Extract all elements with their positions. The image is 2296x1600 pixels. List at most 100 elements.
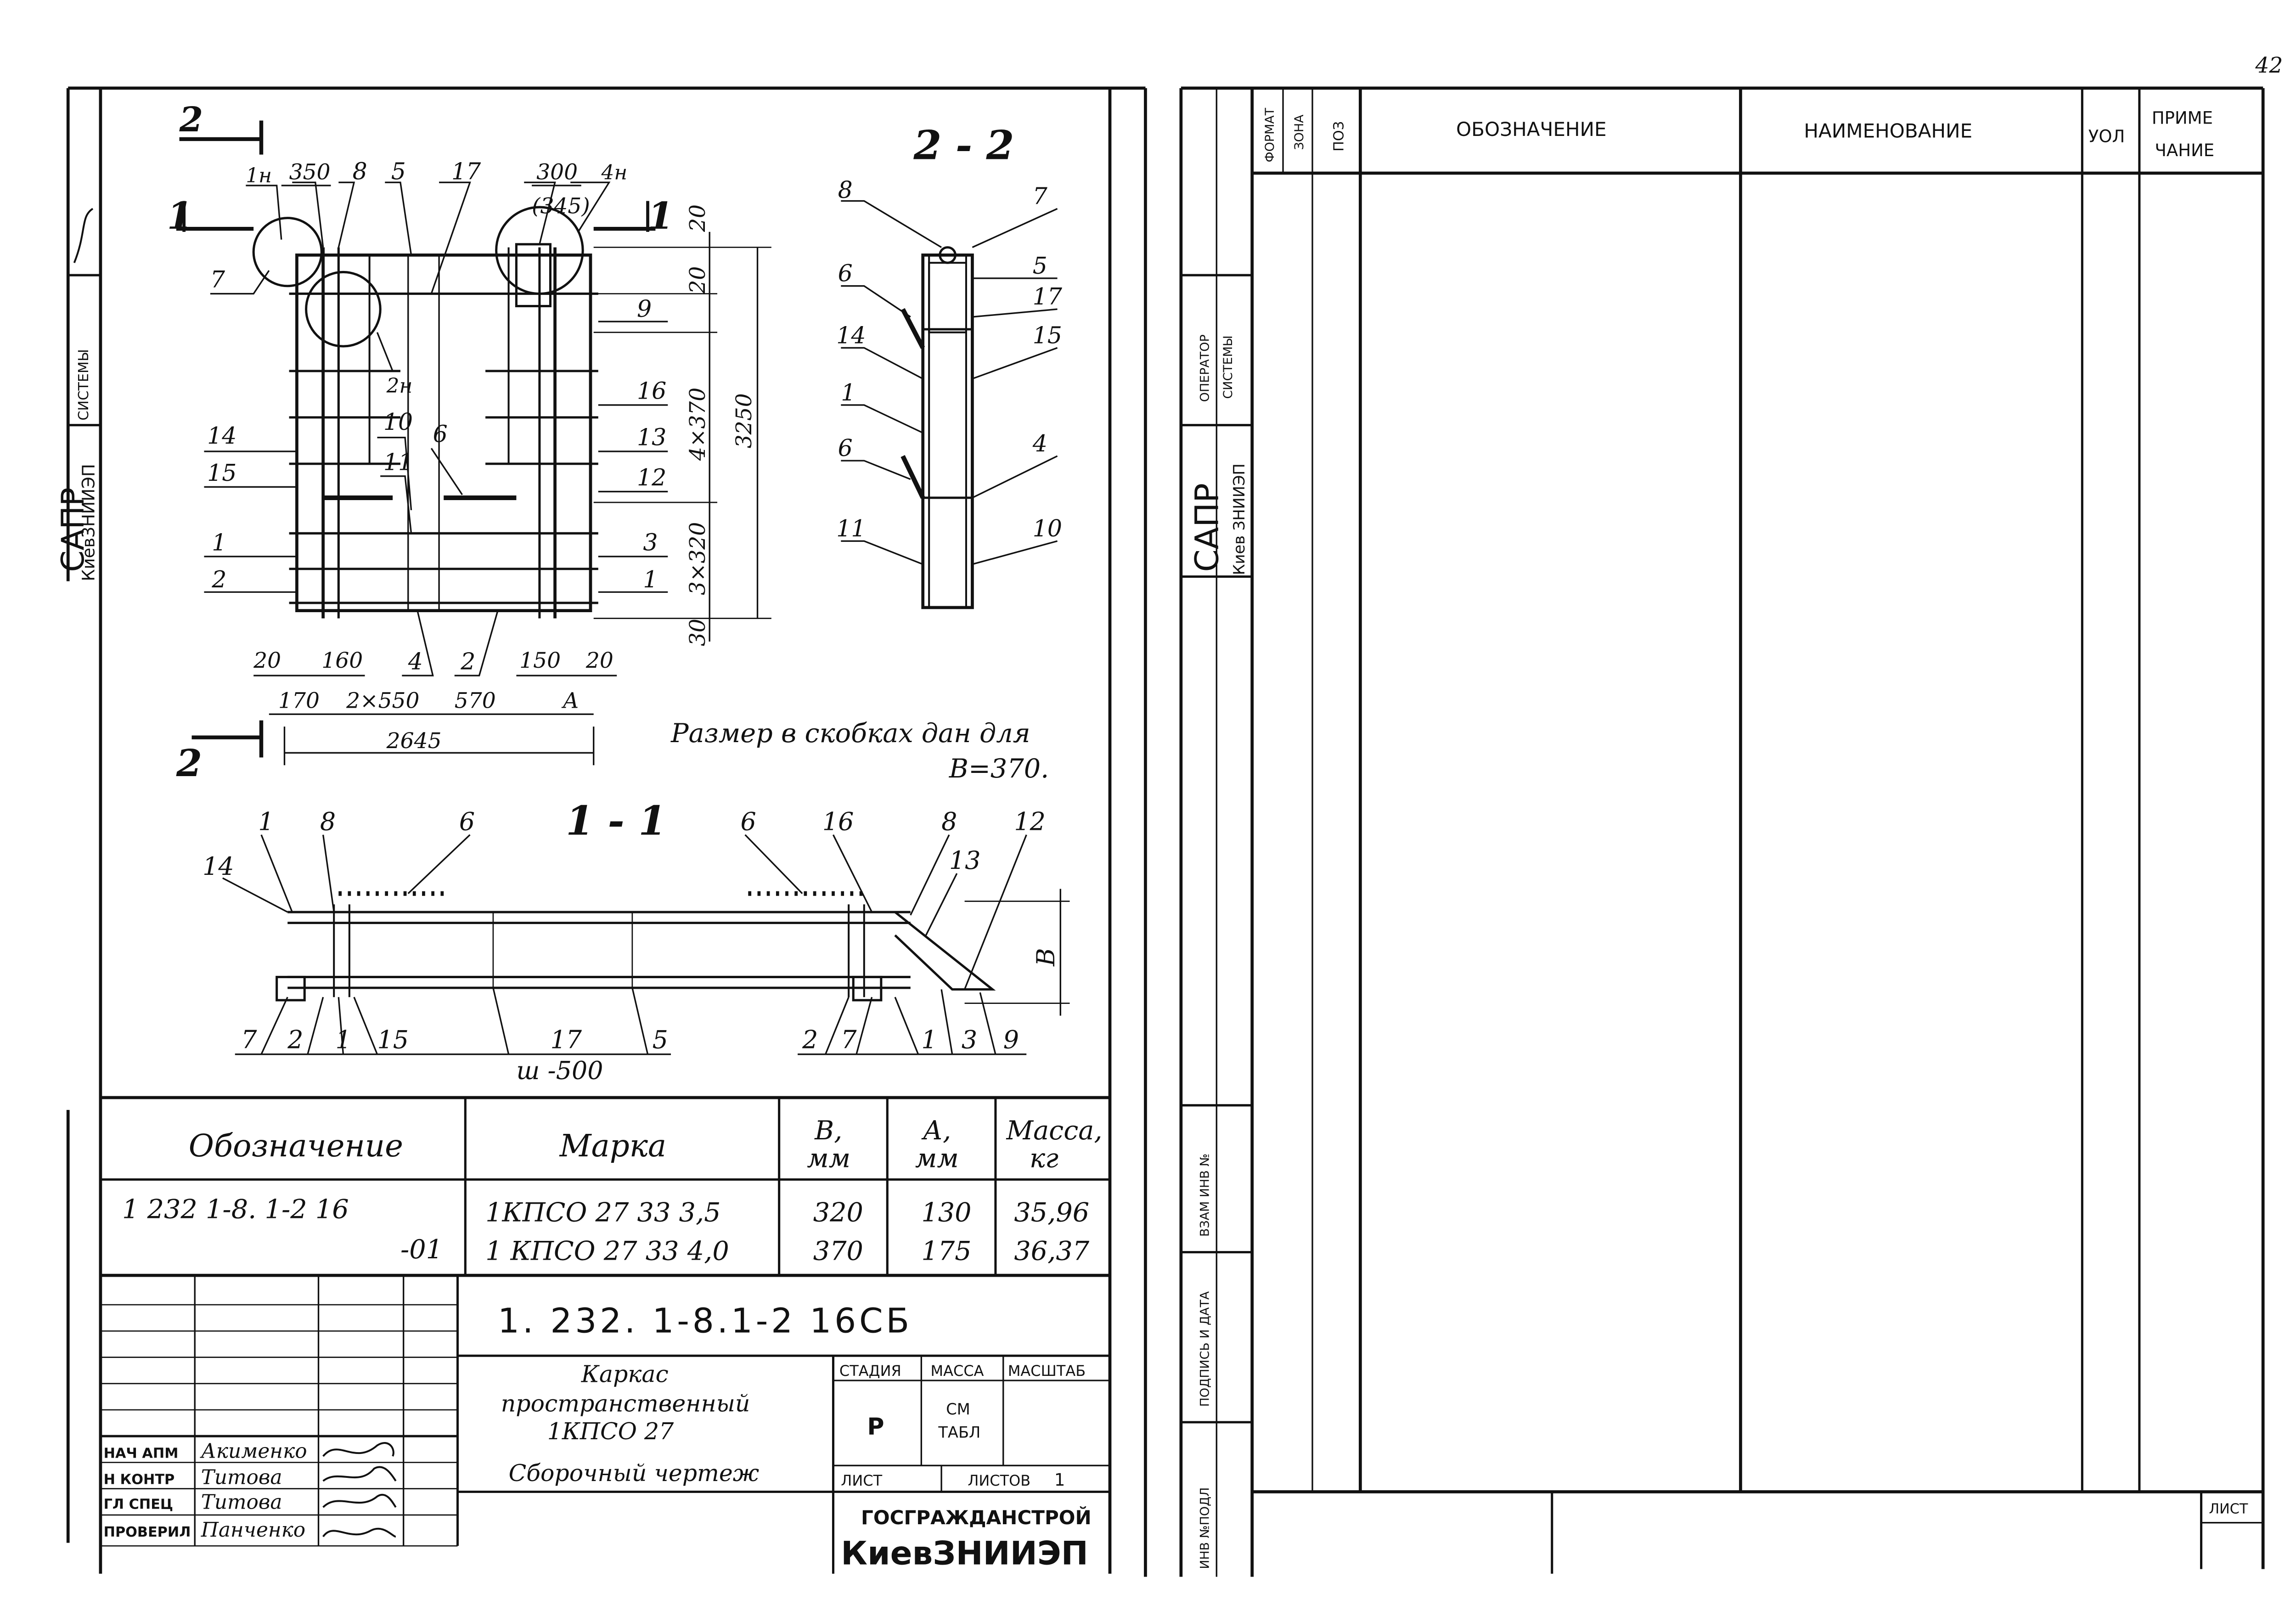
hdr-qty: УОЛ — [2088, 127, 2125, 146]
row2-mark: 1 КПСО 27 33 4,0 — [485, 1236, 729, 1266]
col-stage: СТАДИЯ — [839, 1362, 901, 1380]
pos-11: 11 — [383, 448, 413, 475]
pos-3: 3 — [643, 529, 658, 556]
dim-b2-570: 570 — [455, 688, 496, 714]
pos-13: 13 — [637, 423, 666, 451]
row2-code: -01 — [400, 1234, 443, 1265]
dim-300: 300 — [536, 159, 578, 185]
hdr-note-1: ПРИМЕ — [2152, 108, 2213, 128]
strip-signature-mark — [73, 208, 94, 264]
mass-value-1: СМ — [946, 1400, 970, 1418]
s11-top-6b: 6 — [741, 807, 756, 836]
s11-top-6a: 6 — [459, 807, 475, 836]
title-name-2: пространственный — [501, 1390, 750, 1417]
marks-table: Обозначение Марка В, мм А, мм Масса, кг … — [100, 1096, 1110, 1277]
pos-17: 17 — [451, 158, 481, 185]
cut-1-left-label: 1 — [167, 194, 193, 238]
callout-2n: 2н — [386, 374, 413, 398]
pos-12: 12 — [637, 464, 666, 491]
dim-345: (345) — [532, 194, 590, 219]
s11-bot-1a: 1 — [336, 1025, 351, 1054]
row1-code: 1 232 1-8. 1-2 16 — [122, 1194, 349, 1225]
s11-bot-7a: 7 — [241, 1025, 257, 1054]
cut-1-right-label: 1 — [648, 194, 674, 238]
dim-350: 350 — [289, 159, 331, 185]
s11-bot-9: 9 — [1003, 1025, 1019, 1054]
org-line-1: ГОСГРАЖДАНСТРОЙ — [861, 1506, 1092, 1529]
role-2-name: Титова — [201, 1466, 282, 1489]
plan-right-dims: 20 20 4×370 3250 3×320 30 — [593, 204, 771, 646]
pos-1r: 1 — [643, 566, 658, 593]
th-mark: Марка — [559, 1128, 666, 1164]
pos-1l: 1 — [212, 529, 226, 556]
dim-b2-2x550: 2×550 — [346, 688, 419, 714]
pos-2l: 2 — [211, 566, 226, 593]
strip-systems: СИСТЕМЫ — [76, 349, 92, 420]
roles-list: НАЧ АПМ Акименко Н КОНТР Титова ГЛ СПЕЦ … — [104, 1439, 307, 1542]
dim-right-20a: 20 — [685, 204, 710, 232]
dim-b2-a: А — [561, 688, 579, 714]
s22-pos-7: 7 — [1033, 182, 1048, 209]
dim-b1-20r: 20 — [585, 648, 613, 673]
plan-top-dims: 350 300 (345) — [281, 159, 590, 219]
dim-right-20b: 20 — [685, 266, 710, 294]
callout-4n: 4н — [601, 161, 628, 184]
s22-pos-4: 4 — [1032, 430, 1047, 457]
sheet-label: ЛИСТ — [841, 1472, 882, 1489]
strip-replace: ВЗАМ ИНВ № — [1198, 1154, 1212, 1237]
pos-9: 9 — [637, 295, 652, 322]
dim-right-3250: 3250 — [732, 393, 757, 448]
left-sheet: СИСТЕМЫ КиевЗНИИЭП САПР 2 1 1 2 — [55, 86, 1147, 1577]
s11-bot-17: 17 — [550, 1025, 582, 1054]
s11-top-1: 1 — [258, 807, 274, 836]
row1-mark: 1КПСО 27 33 3,5 — [485, 1197, 720, 1228]
dim-b1-160: 160 — [321, 648, 363, 673]
s11-bot-3: 3 — [962, 1025, 977, 1054]
right-strip-org: Киев ЗНИИЭП — [1230, 463, 1248, 575]
section-2-2-title: 2 - 2 — [913, 122, 1014, 169]
section-1-1-title: 1 - 1 — [566, 797, 666, 845]
s22-pos-1: 1 — [841, 379, 855, 406]
pos-16: 16 — [637, 377, 666, 404]
s11-top-13: 13 — [949, 846, 981, 875]
s11-pitch: ш -500 — [516, 1056, 603, 1085]
plan-rebars — [252, 206, 598, 619]
s22-pos-6a: 6 — [838, 260, 853, 287]
table-row-2: -01 1 КПСО 27 33 4,0 370 175 36,37 — [400, 1234, 1090, 1266]
s22-pos-6b: 6 — [838, 434, 853, 462]
s11-top-12: 12 — [1014, 807, 1046, 836]
role-3: ГЛ СПЕЦ — [104, 1496, 173, 1512]
role-1-name: Акименко — [200, 1439, 307, 1463]
title-name-4: Сборочный чертеж — [509, 1459, 760, 1487]
s22-pos-11: 11 — [836, 515, 866, 542]
col-mass: МАССА — [931, 1362, 984, 1380]
hdr-designation: ОБОЗНАЧЕНИЕ — [1456, 118, 1607, 141]
s11-top-8b: 8 — [941, 807, 957, 836]
s11-bot-7b: 7 — [841, 1025, 857, 1054]
org-line-2: КиевЗНИИЭП — [841, 1534, 1088, 1572]
row1-b: 320 — [813, 1197, 863, 1228]
strip-sapr: САПР — [55, 487, 91, 572]
section-2-2: 2 - 2 8 6 14 1 — [836, 122, 1063, 609]
callout-1n: 1н — [246, 164, 272, 187]
spec-header: ФОРМАТ ЗОНА ПОЗ ОБОЗНАЧЕНИЕ НАИМЕНОВАНИЕ… — [1263, 107, 2214, 162]
role-1: НАЧ АПМ — [104, 1445, 179, 1461]
pos-5: 5 — [391, 158, 406, 185]
sheets-label: ЛИСТОВ — [968, 1472, 1030, 1489]
hdr-pos: ПОЗ — [1331, 121, 1347, 152]
mass-value-2: ТАБЛ — [938, 1424, 980, 1442]
hdr-note-2: ЧАНИЕ — [2155, 141, 2215, 160]
pos-14: 14 — [207, 422, 236, 449]
strip-operator-2: СИСТЕМЫ — [1221, 335, 1235, 399]
th-mass: Масса, — [1006, 1115, 1102, 1146]
th-b-unit: мм — [807, 1143, 850, 1173]
doc-code: 1. 232. 1-8.1-2 16СБ — [498, 1301, 912, 1341]
signatures — [322, 1442, 397, 1538]
pos-6: 6 — [433, 421, 448, 448]
hdr-format: ФОРМАТ — [1263, 107, 1277, 162]
plan-leaders — [204, 181, 668, 676]
role-4-name: Панченко — [201, 1518, 305, 1542]
s11-bot-5: 5 — [653, 1025, 668, 1054]
pos-4: 4 — [408, 648, 423, 675]
